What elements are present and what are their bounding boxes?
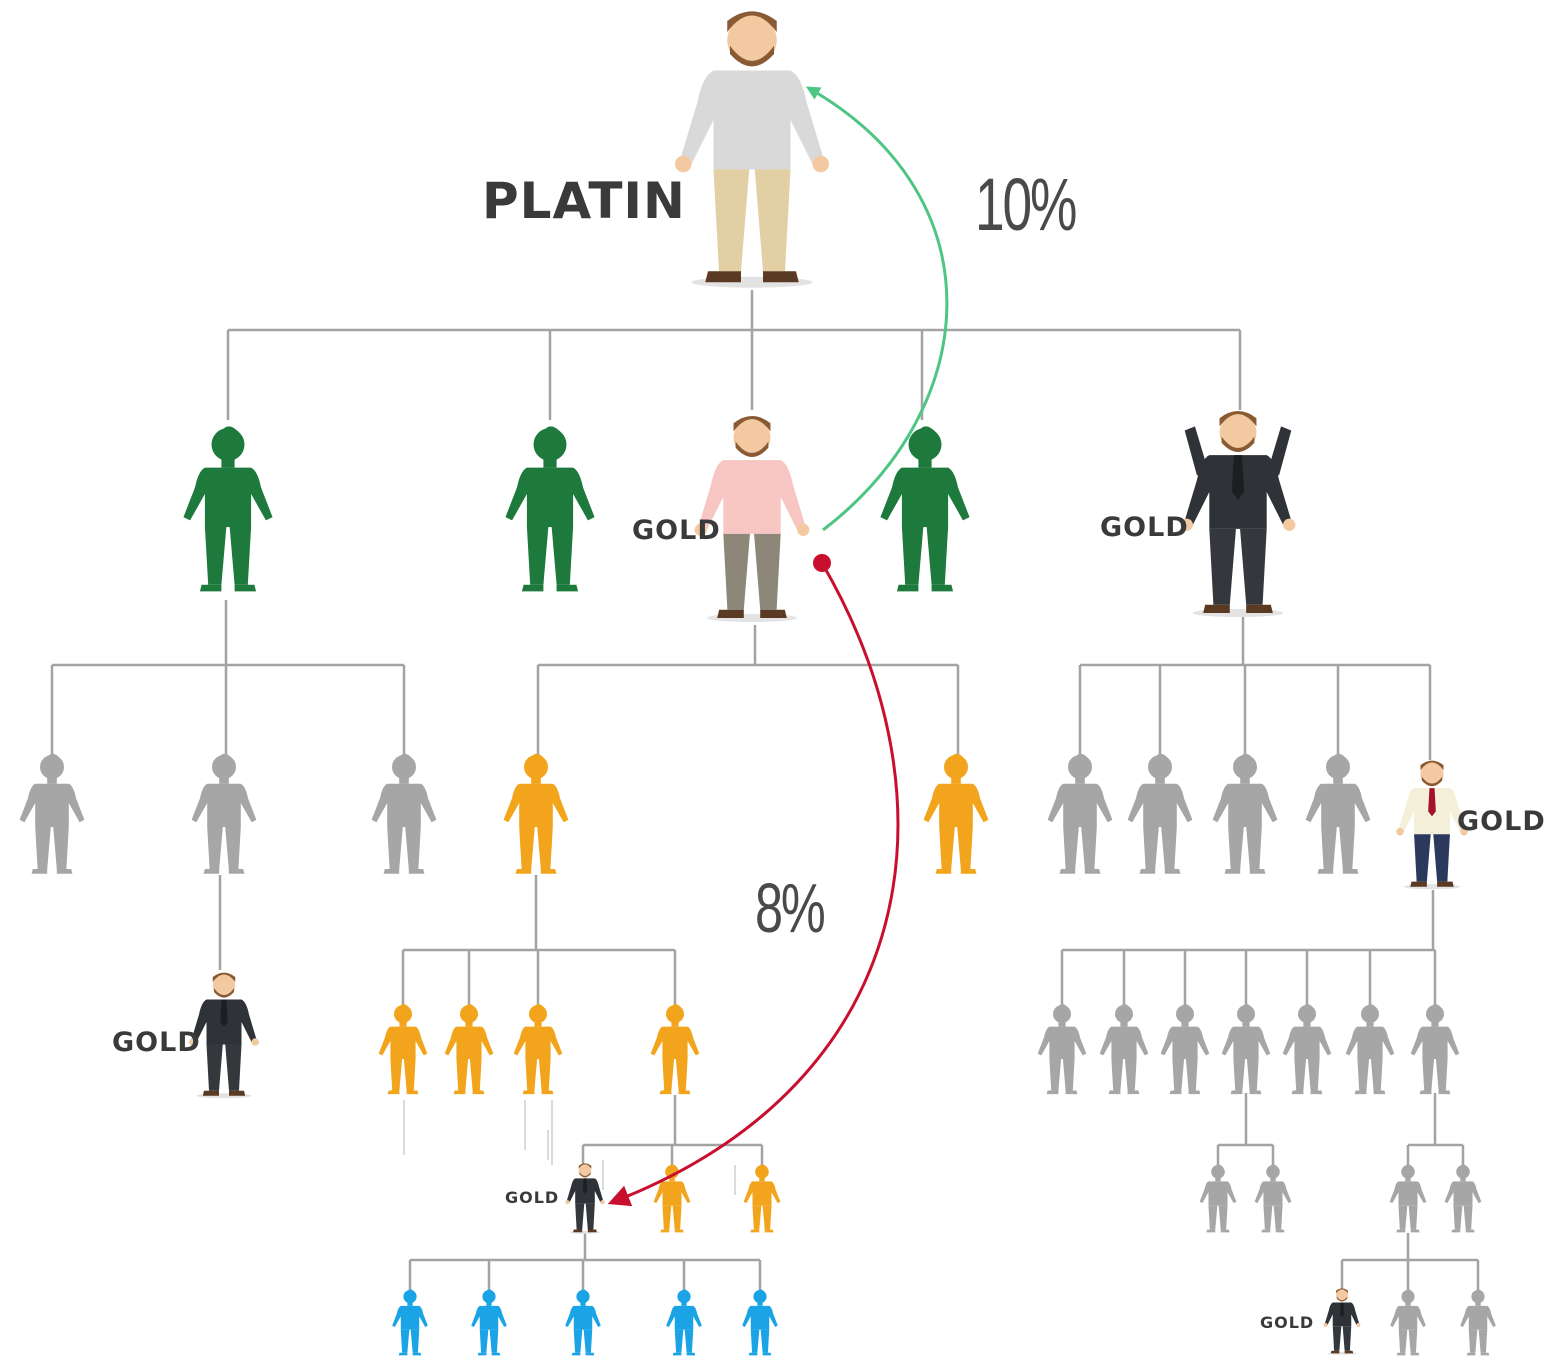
gray-member bbox=[1047, 753, 1113, 874]
gray-member bbox=[1345, 1004, 1395, 1095]
downline-commission-percent: 8% bbox=[755, 869, 826, 947]
gray-member bbox=[1221, 1004, 1271, 1095]
orange-member bbox=[650, 1004, 700, 1095]
orange-member bbox=[923, 753, 989, 874]
blue-member bbox=[666, 1289, 702, 1356]
gray-member bbox=[191, 753, 257, 874]
gray-member bbox=[1390, 1289, 1426, 1356]
gold-member-celebrating bbox=[1180, 411, 1296, 618]
gold-label: GOLD bbox=[1457, 806, 1546, 837]
gold-member-small bbox=[1323, 1288, 1361, 1355]
blue-member bbox=[565, 1289, 601, 1356]
gold-member-suit bbox=[189, 972, 259, 1099]
gold-member-tie bbox=[1396, 760, 1468, 890]
orange-member bbox=[378, 1004, 428, 1095]
gray-member bbox=[1199, 1164, 1237, 1233]
gray-member bbox=[1099, 1004, 1149, 1095]
gold-label: GOLD bbox=[1260, 1313, 1315, 1332]
gray-member bbox=[1410, 1004, 1460, 1095]
gray-member bbox=[1389, 1164, 1427, 1233]
downline-commission-arrow bbox=[607, 562, 900, 1207]
green-member bbox=[880, 426, 970, 592]
gold-label: GOLD bbox=[505, 1188, 560, 1207]
gray-member bbox=[1127, 753, 1193, 874]
gold-label: GOLD bbox=[112, 1027, 201, 1058]
upline-commission-percent: 10% bbox=[975, 163, 1077, 246]
gray-member bbox=[1160, 1004, 1210, 1095]
blue-member bbox=[392, 1289, 428, 1356]
platin-member bbox=[675, 11, 829, 288]
gray-member bbox=[1460, 1289, 1496, 1356]
gold-member-pink-shirt bbox=[694, 416, 810, 623]
blue-member bbox=[471, 1289, 507, 1356]
faint-lines bbox=[403, 1100, 736, 1195]
upline-commission-arrow bbox=[805, 86, 949, 532]
connector-lines bbox=[50, 290, 1480, 1290]
orange-member bbox=[444, 1004, 494, 1095]
gray-member bbox=[1305, 753, 1371, 874]
orange-member bbox=[503, 753, 569, 874]
gray-member bbox=[1282, 1004, 1332, 1095]
gray-member bbox=[1037, 1004, 1087, 1095]
gold-label: GOLD bbox=[1100, 512, 1189, 543]
gray-member bbox=[371, 753, 437, 874]
orange-member bbox=[743, 1164, 781, 1233]
gray-member bbox=[19, 753, 85, 874]
green-member bbox=[505, 426, 595, 592]
gray-member bbox=[1212, 753, 1278, 874]
green-member bbox=[183, 426, 273, 592]
orange-member bbox=[513, 1004, 563, 1095]
gold-label: GOLD bbox=[632, 515, 721, 546]
platin-label: PLATIN bbox=[482, 172, 686, 230]
gray-member bbox=[1254, 1164, 1292, 1233]
blue-member bbox=[742, 1289, 778, 1356]
gold-member-small bbox=[565, 1163, 605, 1234]
gray-member bbox=[1444, 1164, 1482, 1233]
